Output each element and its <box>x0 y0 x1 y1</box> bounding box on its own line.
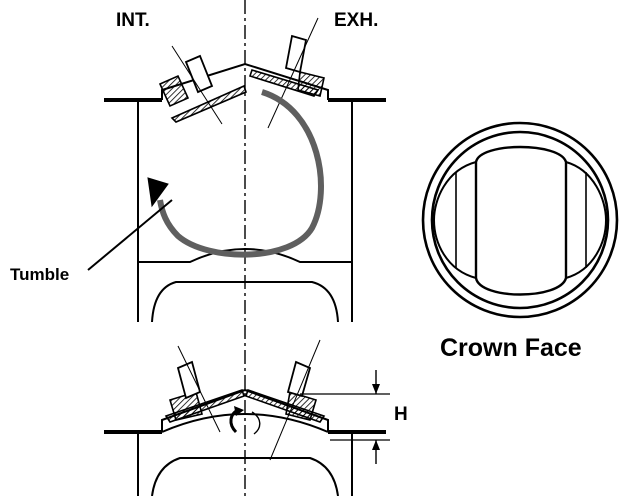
piston-skirt-inner <box>151 281 339 323</box>
height-dimension-label: H <box>394 404 408 425</box>
crown-outer-ring <box>421 121 619 319</box>
piston-crown-top <box>138 248 352 263</box>
crown-center-dome <box>474 145 568 296</box>
lower-piston-crown <box>161 413 329 433</box>
lower-piston-skirt <box>151 457 339 497</box>
crown-left-valve-recess <box>432 161 477 279</box>
tumble-arrowhead <box>147 177 169 208</box>
chamber-flow-curve <box>251 411 261 435</box>
pent-roof <box>161 62 329 100</box>
lower-pent-roof <box>161 388 329 432</box>
lower-section <box>104 339 390 497</box>
tumble-label: Tumble <box>10 265 70 284</box>
upper-cylinder-section <box>87 17 386 323</box>
intake-label: INT. <box>116 10 150 31</box>
lower-exhaust-valve <box>244 339 326 461</box>
exhaust-label: EXH. <box>334 10 379 31</box>
crown-right-valve-recess <box>565 161 608 279</box>
lower-intake-valve <box>164 345 246 433</box>
tumble-leader-line <box>87 199 173 271</box>
exhaust-valve <box>248 17 325 129</box>
tumble-flow-curve <box>157 89 324 258</box>
chamber-swirl-arrowhead <box>234 406 244 416</box>
crown-inner-ring <box>430 130 610 310</box>
intake-valve <box>158 45 247 125</box>
crown-face-label: Crown Face <box>440 334 582 362</box>
crown-face-diagram <box>421 121 619 319</box>
h-arrowhead-bottom <box>372 440 380 450</box>
h-arrowhead-top <box>372 384 380 394</box>
